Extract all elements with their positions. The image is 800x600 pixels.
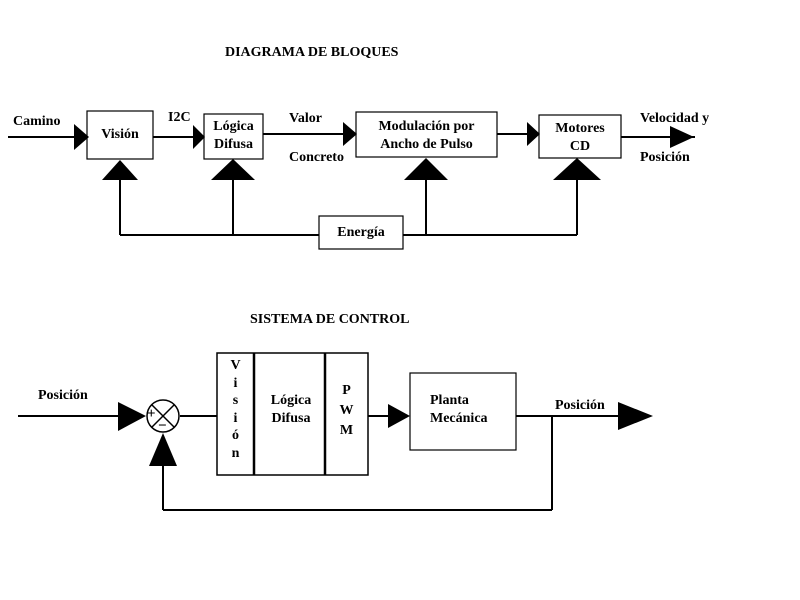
arrow-into-sum xyxy=(118,402,146,431)
arrow-output-top xyxy=(670,126,694,148)
motores-block-line1: Motores xyxy=(555,121,605,136)
block-diagram-title: DIAGRAMA DE BLOQUES xyxy=(225,45,399,60)
cs-input-label: Posición xyxy=(38,388,88,403)
arrow-feedback-into-sum xyxy=(149,433,177,466)
planta-label: Planta Mecánica xyxy=(430,392,488,428)
concreto-label: Concreto xyxy=(289,150,344,165)
summing-cross-2 xyxy=(151,404,175,428)
i2c-label: I2C xyxy=(168,110,191,125)
cs-logica-label: Lógica Difusa xyxy=(256,392,326,428)
pwm-vertical-label: P W M xyxy=(325,381,368,441)
arrow-into-motores xyxy=(527,122,540,146)
arrow-energia-vision xyxy=(102,160,138,180)
modulacion-block-label: Modulación por Ancho de Pulso xyxy=(356,118,497,154)
cs-logica-line1: Lógica xyxy=(270,393,312,408)
vision-letter: n xyxy=(231,445,240,461)
logica-block-label: Lógica Difusa xyxy=(204,118,263,154)
planta-block xyxy=(409,372,517,451)
arrow-energia-logica xyxy=(211,159,255,180)
pwm-letter: M xyxy=(339,423,354,438)
vision-letter: i xyxy=(233,410,238,426)
sum-plus-sign: + xyxy=(147,406,156,422)
pwm-letter: P xyxy=(342,383,351,398)
valor-label: Valor xyxy=(289,111,322,126)
arrow-output-bottom xyxy=(618,402,653,430)
vision-letter: V xyxy=(230,358,241,373)
controller-block xyxy=(216,352,369,476)
arrow-energia-motores xyxy=(553,158,601,180)
arrow-energia-modulacion xyxy=(404,158,448,180)
cs-output-label: Posición xyxy=(555,398,605,413)
velocidad-label: Velocidad y xyxy=(640,111,710,126)
energia-block xyxy=(318,215,404,250)
arrow-into-planta xyxy=(388,404,410,428)
control-system-title: SISTEMA DE CONTROL xyxy=(250,312,410,327)
arrow-into-modulacion xyxy=(343,122,357,146)
modulacion-block-line1: Modulación por xyxy=(378,119,475,134)
vision-block-label: Visión xyxy=(101,127,139,142)
motores-block-line2: CD xyxy=(569,139,591,154)
logica-block-line2: Difusa xyxy=(214,137,253,152)
vision-vertical-label: V i s i ó n xyxy=(217,357,254,462)
planta-line1: Planta xyxy=(430,393,469,408)
planta-line2: Mecánica xyxy=(430,411,488,426)
modulacion-block-line2: Ancho de Pulso xyxy=(380,137,473,152)
vision-letter: ó xyxy=(232,428,239,443)
vision-letter: s xyxy=(232,393,239,408)
camino-label: Camino xyxy=(13,114,61,129)
vision-block xyxy=(86,110,154,160)
arrow-into-logica xyxy=(193,125,205,149)
logica-block-line1: Lógica xyxy=(213,119,254,134)
arrow-into-vision xyxy=(74,124,89,150)
cs-logica-line2: Difusa xyxy=(271,411,311,426)
posicion-top-label: Posición xyxy=(640,150,690,165)
motores-block-label: Motores CD xyxy=(539,120,621,156)
sum-minus-sign: − xyxy=(158,418,167,434)
pwm-letter: W xyxy=(339,403,354,418)
vision-letter: i xyxy=(233,375,238,391)
motores-block xyxy=(538,114,622,159)
energia-block-label: Energía xyxy=(337,225,385,240)
summing-junction xyxy=(146,399,180,433)
